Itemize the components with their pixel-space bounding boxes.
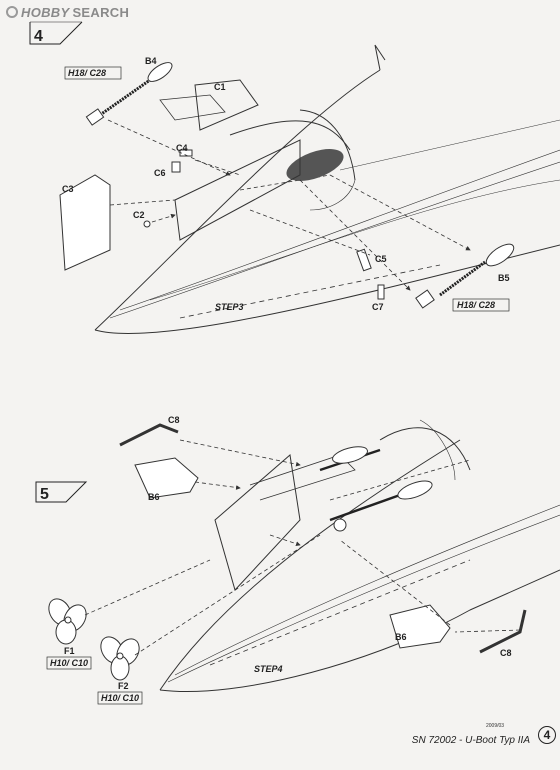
label-c7: C7 bbox=[372, 302, 384, 312]
propeller-f1 bbox=[48, 598, 87, 645]
part-c6 bbox=[171, 161, 181, 173]
step-4-caption: STEP3 bbox=[215, 302, 244, 312]
label-f1: F1 bbox=[64, 646, 75, 656]
label-paint-b5: H18/ C28 bbox=[457, 300, 495, 310]
label-c8-bottom: C8 bbox=[500, 648, 512, 658]
label-c8-top: C8 bbox=[168, 415, 180, 425]
label-b5: B5 bbox=[498, 273, 510, 283]
rudder-plate bbox=[159, 94, 301, 241]
part-c5 bbox=[356, 248, 372, 272]
label-b6-top: B6 bbox=[148, 492, 160, 502]
prop-shaft-b5 bbox=[415, 243, 515, 309]
guide-lines-step4 bbox=[107, 119, 471, 291]
watermark: HOBBY SEARCH bbox=[6, 4, 129, 20]
label-c4: C4 bbox=[176, 143, 188, 153]
step-4-box: 4 bbox=[29, 21, 83, 45]
shaft-upper bbox=[319, 446, 381, 472]
paint-box-f1 bbox=[46, 656, 92, 670]
label-paint-b4: H18/ C28 bbox=[68, 68, 106, 78]
step-4-number: 4 bbox=[34, 28, 43, 45]
part-c8-top bbox=[119, 423, 179, 447]
label-c3: C3 bbox=[62, 184, 74, 194]
label-c6: C6 bbox=[154, 168, 166, 178]
label-c2: C2 bbox=[133, 210, 145, 220]
prop-shaft-b4 bbox=[85, 62, 173, 126]
label-c1: C1 bbox=[214, 82, 226, 92]
label-paint-f2: H10/ C10 bbox=[101, 693, 139, 703]
hull-stern-step4 bbox=[94, 44, 560, 335]
part-c4 bbox=[179, 149, 193, 157]
shaft-lower bbox=[329, 480, 433, 532]
fin-c1 bbox=[194, 79, 259, 131]
part-c8-bottom bbox=[479, 609, 527, 654]
watermark-brand-1: HOBBY bbox=[21, 4, 70, 20]
label-paint-f1: H10/ C10 bbox=[50, 658, 88, 668]
watermark-brand-2: SEARCH bbox=[72, 4, 130, 20]
part-c2 bbox=[143, 220, 151, 228]
label-f2: F2 bbox=[118, 681, 129, 691]
paint-box-b4 bbox=[64, 66, 122, 80]
step-5-box: 5 bbox=[35, 481, 88, 503]
label-b6-bottom: B6 bbox=[395, 632, 407, 642]
paint-box-b5 bbox=[452, 298, 510, 312]
step-5-number: 5 bbox=[40, 486, 49, 503]
part-c3 bbox=[59, 174, 111, 271]
part-b6-top bbox=[134, 457, 199, 499]
print-code: 2009/03 bbox=[486, 723, 505, 729]
label-c5: C5 bbox=[375, 254, 387, 264]
watermark-logo-icon bbox=[6, 6, 18, 18]
footer-title: SN 72002 - U-Boot Typ IIA bbox=[411, 735, 530, 746]
label-b4: B4 bbox=[145, 56, 157, 66]
paint-box-f2 bbox=[97, 691, 143, 705]
guide-lines-step5 bbox=[84, 439, 521, 656]
page-number: 4 bbox=[538, 726, 556, 744]
hull-shading bbox=[286, 149, 344, 181]
propeller-f2 bbox=[100, 636, 140, 681]
part-b6-bottom bbox=[389, 604, 451, 649]
step-5-caption: STEP4 bbox=[254, 664, 283, 674]
part-c7 bbox=[377, 284, 385, 300]
